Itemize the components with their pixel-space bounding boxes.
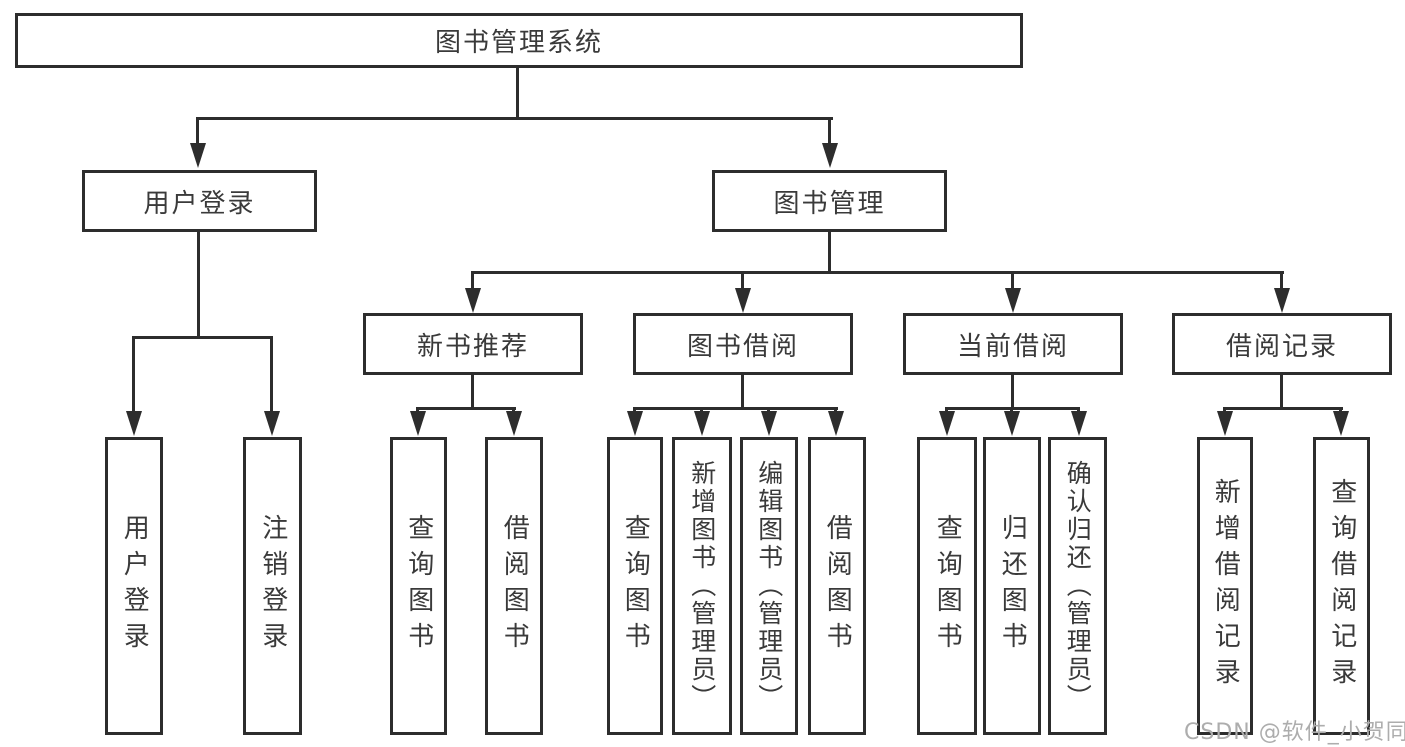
arrow-down-icon	[126, 411, 142, 436]
arrow-down-icon	[410, 411, 426, 436]
leaf-query-books-2: 查询图书	[607, 437, 663, 735]
leaf-edit-book-admin: 编辑图书（管理员）	[740, 437, 798, 735]
leaf-add-book-admin: 新增图书（管理员）	[672, 437, 732, 735]
arrow-down-icon	[1004, 411, 1020, 436]
arrow-down-icon	[735, 288, 751, 313]
connector-line	[828, 117, 831, 147]
connector-line	[1223, 407, 1343, 410]
arrow-down-icon	[1274, 288, 1290, 313]
leaf-query-books: 查询图书	[390, 437, 447, 735]
connector-line	[471, 271, 1284, 274]
connector-line	[516, 68, 519, 118]
leaf-query-borrow-record: 查询借阅记录	[1313, 437, 1370, 735]
arrow-down-icon	[1217, 411, 1233, 436]
arrow-down-icon	[465, 288, 481, 313]
connector-line	[196, 117, 199, 147]
leaf-borrow-books: 借阅图书	[485, 437, 543, 735]
connector-line	[633, 407, 838, 410]
connector-line	[132, 336, 135, 414]
arrow-down-icon	[828, 411, 844, 436]
arrow-down-icon	[264, 411, 280, 436]
connector-line	[197, 232, 200, 339]
leaf-logout: 注销登录	[243, 437, 302, 735]
connector-line	[1280, 271, 1283, 291]
arrow-down-icon	[761, 411, 777, 436]
arrow-down-icon	[190, 143, 206, 168]
node-library-management-system: 图书管理系统	[15, 13, 1023, 68]
node-book-borrow: 图书借阅	[633, 313, 853, 375]
node-book-management: 图书管理	[712, 170, 947, 232]
node-new-book-recommend: 新书推荐	[363, 313, 583, 375]
connector-line	[1011, 375, 1014, 409]
arrow-down-icon	[506, 411, 522, 436]
arrow-down-icon	[1333, 411, 1349, 436]
connector-line	[1280, 375, 1283, 409]
node-current-borrow: 当前借阅	[903, 313, 1123, 375]
connector-line	[828, 232, 831, 273]
connector-line	[270, 336, 273, 414]
csdn-watermark: CSDN @软件_小贺同学	[1184, 720, 1405, 745]
leaf-query-books-3: 查询图书	[917, 437, 977, 735]
arrow-down-icon	[1071, 411, 1087, 436]
node-borrow-records: 借阅记录	[1172, 313, 1392, 375]
leaf-add-borrow-record: 新增借阅记录	[1197, 437, 1253, 735]
connector-line	[741, 375, 744, 409]
arrow-down-icon	[1005, 288, 1021, 313]
arrow-down-icon	[627, 411, 643, 436]
connector-line	[471, 375, 474, 409]
node-user-login: 用户登录	[82, 170, 317, 232]
leaf-confirm-return-admin: 确认归还（管理员）	[1048, 437, 1107, 735]
leaf-return-books: 归还图书	[983, 437, 1041, 735]
connector-line	[416, 407, 516, 410]
leaf-borrow-books-2: 借阅图书	[808, 437, 866, 735]
arrow-down-icon	[939, 411, 955, 436]
connector-line	[741, 271, 744, 291]
connector-line	[197, 117, 833, 120]
arrow-down-icon	[822, 143, 838, 168]
connector-line	[471, 271, 474, 291]
connector-line	[1011, 271, 1014, 291]
leaf-user-login: 用户登录	[105, 437, 163, 735]
arrow-down-icon	[694, 411, 710, 436]
connector-line	[132, 336, 273, 339]
